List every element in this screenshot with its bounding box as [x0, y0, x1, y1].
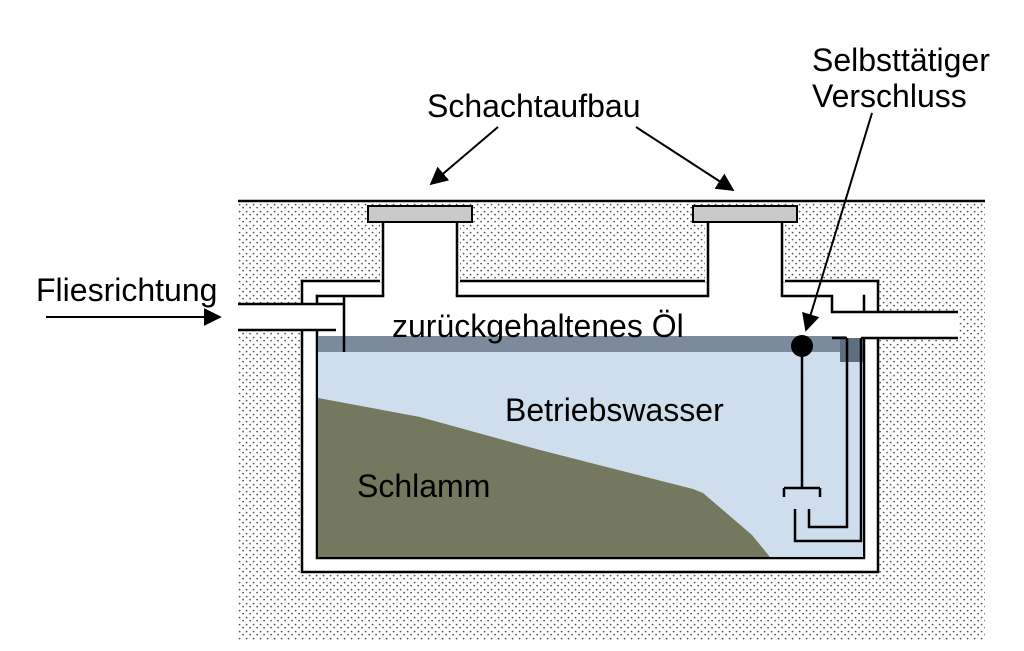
inlet-pipe-bore [238, 305, 344, 330]
float-ball [791, 335, 813, 357]
tank-contents [318, 336, 863, 557]
tank-inner-walls [315, 294, 866, 560]
inlet-pipe-walls [238, 302, 344, 332]
arrow-to-shaft-2-icon [635, 126, 735, 191]
automatic-closure-assembly [782, 335, 863, 543]
label-flow-direction: Fliesrichtung [36, 272, 218, 308]
siphon-pipe-outer [793, 338, 863, 543]
tank-ceiling-line [315, 294, 834, 314]
inlet-pipe [238, 296, 346, 352]
annotation-arrows [46, 112, 873, 332]
arrow-to-closure-icon [802, 112, 873, 332]
label-automatic-closure-line2: Verschluss [812, 78, 967, 114]
outlet-pipe-walls [832, 310, 958, 340]
shaft-2-cap [692, 205, 798, 223]
closure-seat [782, 486, 822, 497]
label-sludge: Schlamm [357, 468, 491, 504]
access-shafts [367, 205, 798, 296]
siphon-pipe-inner [807, 338, 849, 529]
arrow-to-shaft-1-icon [429, 126, 499, 186]
label-automatic-closure-line1: Selbsttätiger [812, 42, 990, 78]
shaft-1-bore [380, 222, 460, 282]
shaft-1-walls [381, 222, 459, 296]
label-process-water: Betriebswasser [505, 392, 724, 428]
outlet-pipe-bore [846, 313, 958, 338]
outlet-pipe [832, 310, 958, 340]
shaft-2-walls [706, 222, 784, 296]
label-retained-oil: zurückgehaltenes Öl [392, 308, 684, 344]
retained-oil-layer [318, 336, 863, 352]
shaft-1-cap [367, 205, 473, 223]
label-automatic-closure: Selbsttätiger Verschluss [812, 42, 990, 114]
sludge-area [318, 398, 770, 557]
label-shaft-structure: Schachtaufbau [427, 88, 641, 124]
shaft-2-bore [705, 222, 785, 282]
